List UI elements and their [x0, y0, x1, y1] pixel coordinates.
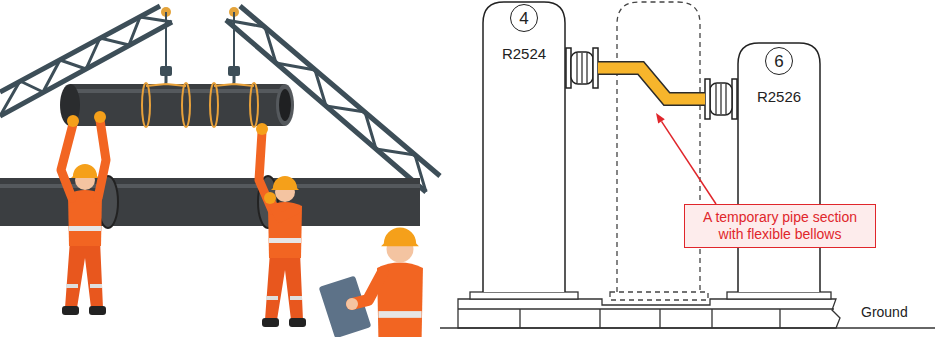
vessel: R2524 4: [482, 1, 566, 292]
worker: [256, 123, 268, 135]
removed-vessel: [610, 2, 708, 300]
ground-line: [440, 327, 935, 329]
callout-box: A temporary pipe section with flexible b…: [684, 204, 876, 248]
leader-arrow: [662, 121, 717, 204]
lifted-pipe: [60, 84, 80, 126]
sling: [142, 83, 150, 127]
crane-hook: [160, 66, 172, 76]
bellows-ridge: [715, 84, 716, 114]
vessel-tag: R2524: [482, 45, 566, 62]
vessel-outline: [738, 43, 820, 292]
flange: [705, 79, 710, 119]
worker: [94, 111, 106, 123]
foundation: [727, 292, 831, 299]
worker: [270, 200, 296, 218]
worker: [67, 115, 79, 127]
crane-hook: [165, 12, 167, 68]
worker: [98, 120, 106, 198]
callout-number: 4: [510, 4, 538, 32]
bellows: [571, 52, 593, 84]
pipe-outline: [598, 68, 705, 99]
worker: [262, 176, 306, 327]
lifted-pipe: [70, 89, 285, 93]
callout-number: 4: [519, 10, 528, 27]
vessel-outline: [482, 1, 566, 292]
callout-text: A temporary pipe section with flexible b…: [691, 209, 869, 244]
foundation: [458, 309, 834, 328]
foundation: [458, 292, 840, 328]
worker: [61, 124, 73, 198]
bellows-ridge: [720, 84, 721, 114]
bellows-ridge: [586, 53, 587, 83]
crane-hook: [160, 7, 240, 87]
crane-hook: [233, 12, 235, 68]
lifted-pipe: [276, 84, 294, 126]
foundation: [458, 299, 840, 328]
bellows: [710, 83, 732, 115]
pipe-connector: [566, 48, 737, 119]
vessel-outline: [737, 42, 821, 292]
inspector: [319, 227, 429, 337]
sling: [210, 83, 218, 127]
worker: [256, 123, 306, 327]
foundation: [470, 292, 578, 299]
leader-arrow: [656, 113, 665, 124]
removed-vessel: [610, 292, 708, 300]
bellows-ridge: [576, 53, 577, 83]
removed-vessel: [617, 2, 700, 292]
sling: [146, 84, 254, 86]
inspector: [352, 272, 383, 304]
lifted-pipe: [279, 89, 291, 121]
lifted-pipe: [70, 84, 285, 126]
callout-number: 6: [774, 53, 783, 70]
worker: [61, 111, 106, 315]
inspector: [346, 298, 358, 310]
crane-hook: [228, 66, 240, 76]
sling: [182, 83, 190, 127]
lifted-pipe: [60, 84, 294, 126]
flange: [593, 48, 598, 88]
vessel-outline: [483, 2, 565, 292]
bellows-ridge: [725, 84, 726, 114]
vessel: R2526 6: [737, 42, 821, 292]
callout-number: 6: [765, 47, 793, 75]
sling: [142, 83, 258, 127]
vessel-tag: R2526: [737, 88, 821, 105]
bellows-ridge: [581, 53, 582, 83]
worker: [264, 192, 276, 204]
pipe-body: [598, 68, 705, 99]
sling: [250, 83, 258, 127]
ground-label: Ground: [861, 304, 908, 320]
